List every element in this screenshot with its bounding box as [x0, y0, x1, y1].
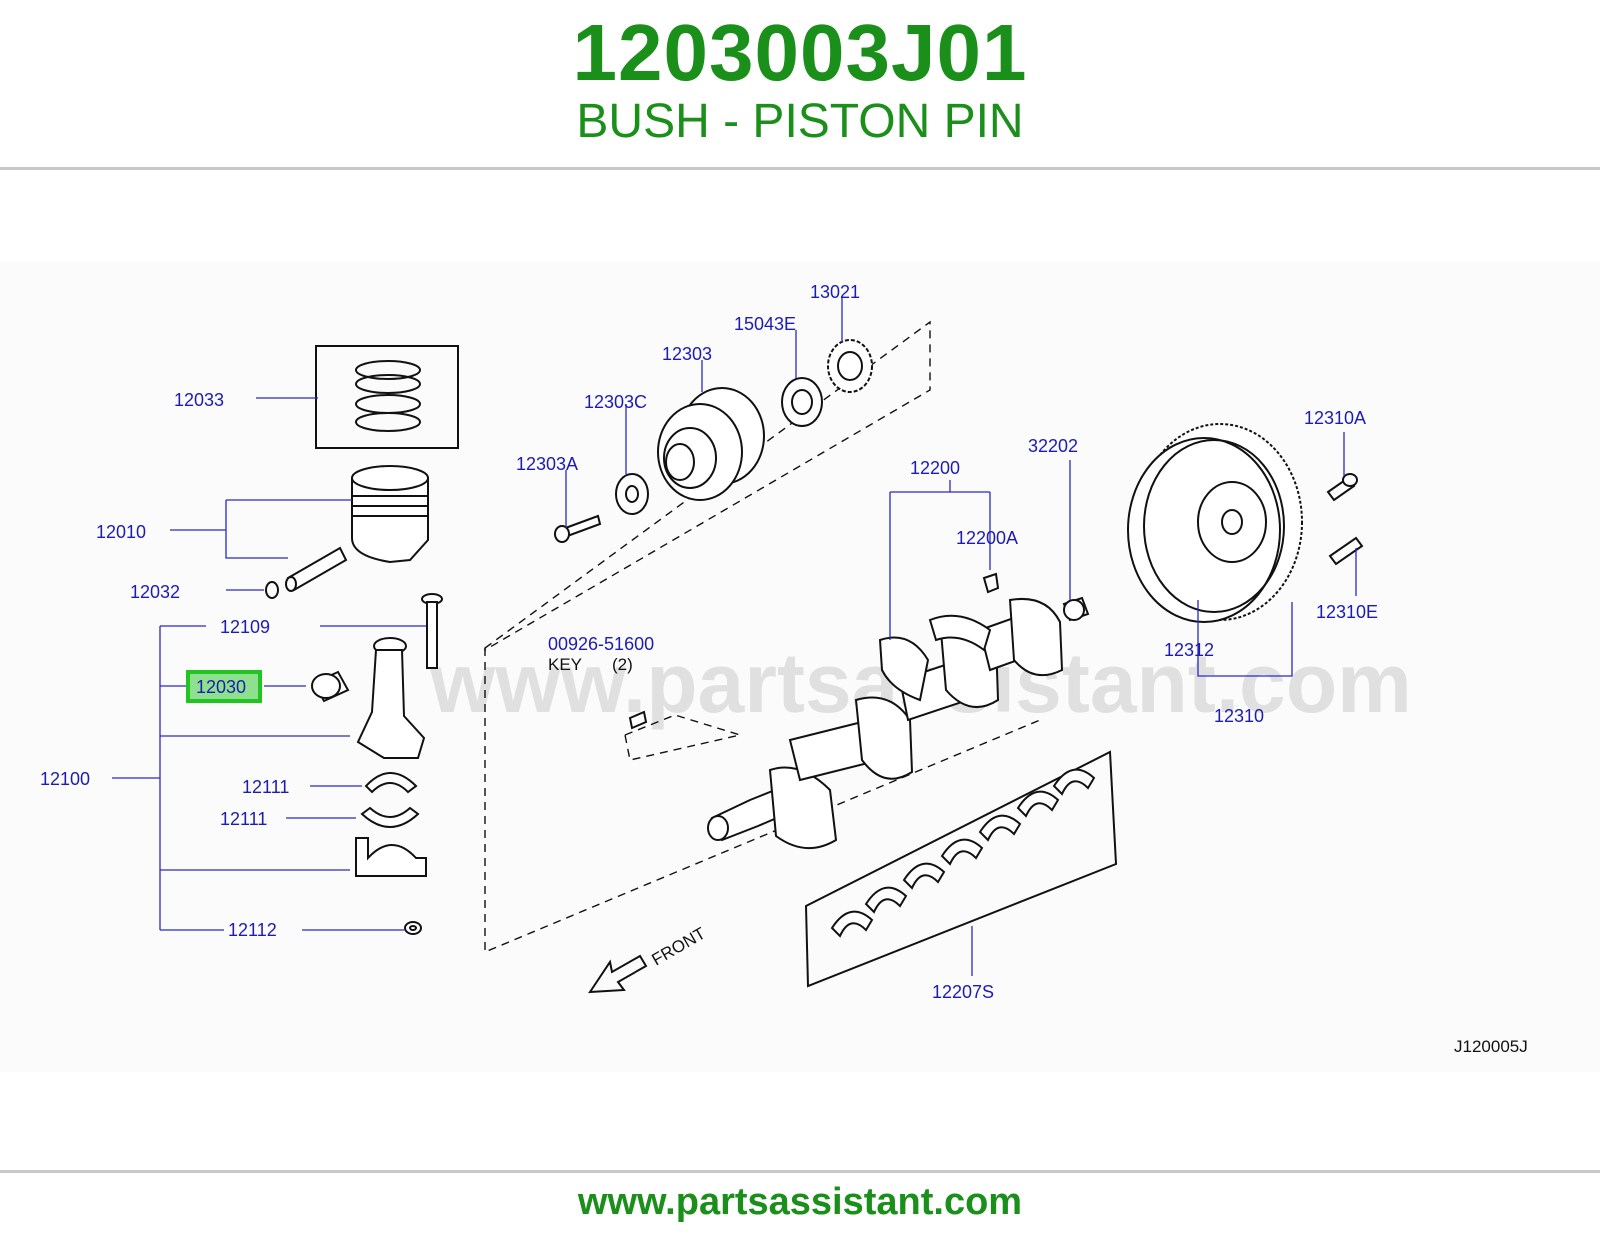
piston-ring-box: [315, 345, 459, 449]
diagram-code: J120005J: [1454, 1037, 1528, 1056]
crankshaft: [707, 598, 1064, 850]
label-12112: 12112: [228, 920, 277, 940]
label-key-qty: (2): [612, 655, 633, 674]
rod-bearing-lower: [360, 806, 420, 828]
crank-bolt: [554, 514, 602, 543]
front-arrow-icon: [588, 954, 648, 994]
piston-ring-set: [355, 360, 421, 432]
piston-pin: [285, 546, 348, 592]
footer-divider: [0, 1170, 1600, 1173]
label-12310E: 12310E: [1316, 602, 1378, 622]
label-12200A: 12200A: [956, 528, 1018, 548]
woodruff-key: [628, 710, 648, 730]
label-12100: 12100: [40, 769, 90, 789]
label-12032: 12032: [130, 582, 180, 602]
part-description: BUSH - PISTON PIN: [576, 95, 1024, 148]
label-13021: 13021: [810, 282, 860, 302]
page-header: 1203003J01 BUSH - PISTON PIN: [0, 0, 1600, 170]
label-12303A: 12303A: [516, 454, 578, 474]
highlight-12030-box[interactable]: [186, 670, 262, 703]
label-12109: 12109: [220, 617, 270, 637]
label-key: KEY: [548, 655, 582, 674]
label-12033: 12033: [174, 390, 224, 410]
crank-pilot-plug: [982, 572, 1000, 594]
connecting-rod-bolt: [421, 593, 443, 669]
crank-sprocket: [827, 339, 873, 393]
piston-pin-bush: [311, 670, 350, 703]
label-12111-lower: 12111: [220, 809, 267, 829]
flywheel: [1127, 423, 1303, 623]
connecting-rod-cap: [355, 837, 427, 877]
label-12312: 12312: [1164, 640, 1214, 660]
label-front: FRONT: [649, 924, 709, 970]
label-12200: 12200: [910, 458, 960, 478]
dashed-key-outline: [624, 714, 743, 761]
crank-pulley: [657, 387, 765, 501]
leader-12310: [1197, 600, 1293, 677]
footer-url-link[interactable]: www.partsassistant.com: [577, 1181, 1023, 1223]
pilot-bushing: [1062, 596, 1090, 622]
label-15043E: 15043E: [734, 314, 796, 334]
main-bearing-set: [830, 768, 1096, 938]
label-32202: 32202: [1028, 436, 1078, 456]
header-divider: [0, 167, 1600, 170]
snap-ring: [265, 581, 279, 599]
label-12010: 12010: [96, 522, 146, 542]
label-00926-51600: 00926-51600: [548, 634, 654, 654]
main-bearing-set-box: [804, 750, 1118, 988]
pulley-washer: [615, 473, 649, 515]
label-12303: 12303: [662, 344, 712, 364]
label-12303C: 12303C: [584, 392, 647, 412]
flywheel-bolt: [1326, 473, 1358, 502]
dashed-outline-main: [484, 648, 1041, 954]
leader-12100: [112, 625, 350, 931]
label-12207S: 12207S: [932, 982, 994, 1002]
label-12030[interactable]: 12030: [196, 677, 246, 697]
connecting-rod: [356, 637, 426, 759]
dowel-pin: [1328, 536, 1364, 566]
leader-12010: [170, 499, 352, 559]
crank-sprocket-spacer: [781, 377, 823, 427]
label-12310A: 12310A: [1304, 408, 1366, 428]
leader-12200: [889, 480, 991, 640]
part-number-title: 1203003J01: [572, 8, 1028, 97]
label-12111-upper: 12111: [242, 777, 289, 797]
label-12310: 12310: [1214, 706, 1264, 726]
piston: [351, 465, 429, 564]
rod-bearing-upper: [364, 772, 418, 794]
rod-nut: [404, 921, 422, 935]
